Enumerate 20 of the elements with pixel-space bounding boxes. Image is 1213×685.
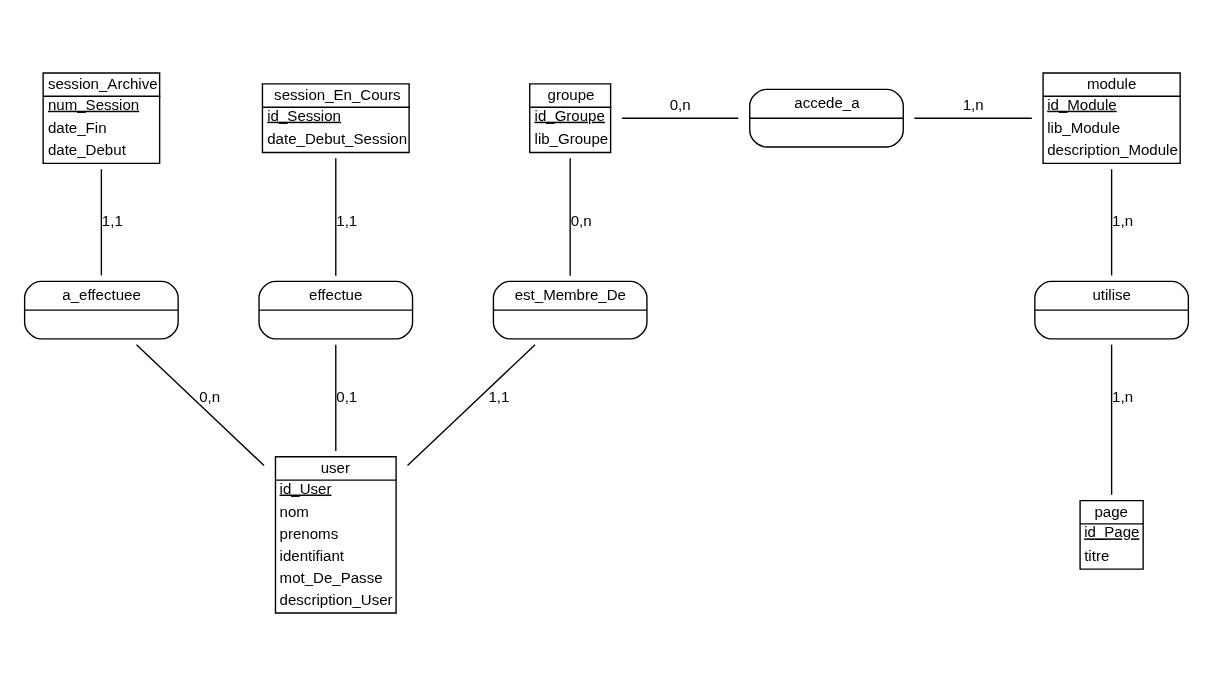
connector [1110, 168, 1113, 276]
edge-label: 0,n [669, 95, 691, 113]
connector [569, 157, 571, 276]
connector [135, 343, 265, 466]
edge-label: 1,n [1112, 387, 1134, 405]
connector [621, 117, 740, 119]
connector [1110, 343, 1113, 495]
edge-label: 1,1 [101, 211, 123, 229]
connector [100, 168, 103, 276]
edge-label: 1,1 [488, 387, 510, 405]
connector [913, 117, 1033, 119]
edge-label: 0,n [570, 211, 592, 229]
edge-label: 0,1 [336, 387, 358, 405]
edge-label: 1,n [962, 95, 984, 113]
edge-label: 0,n [199, 387, 221, 405]
connector [406, 343, 536, 466]
connector [335, 343, 337, 452]
connector [335, 157, 337, 276]
edge-label: 1,n [1112, 211, 1134, 229]
edge-label: 1,1 [336, 211, 358, 229]
